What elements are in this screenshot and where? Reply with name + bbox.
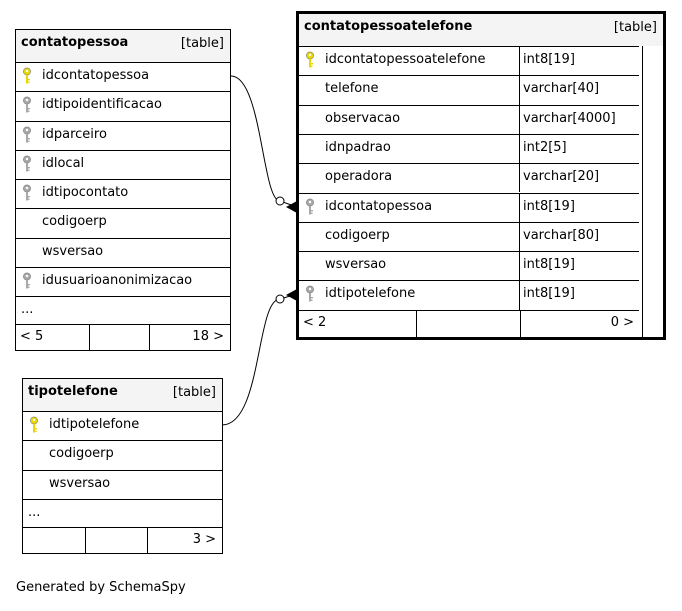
- column-name: idtipotelefone: [49, 417, 140, 432]
- foreign-key-icon: [305, 285, 315, 303]
- table-header: contatopessoatelefone [table]: [299, 14, 663, 46]
- column-type: varchar[4000]: [523, 110, 616, 126]
- column-row[interactable]: observacao varchar[4000]: [299, 104, 639, 134]
- table-contatopessoatelefone[interactable]: contatopessoatelefone [table] idcontatop…: [296, 11, 666, 340]
- link-contatopessoa-to-contatopessoatelefone: [230, 75, 298, 208]
- column-row[interactable]: wsversao: [16, 237, 230, 267]
- children-count[interactable]: 18 >: [192, 329, 224, 344]
- column-name: operadora: [325, 169, 393, 185]
- column-name: idparceiro: [42, 126, 107, 142]
- column-row[interactable]: idparceiro: [16, 120, 230, 150]
- column-name: wsversao: [325, 257, 387, 273]
- link-tipotelefone-to-contatopessoatelefone: [221, 293, 298, 426]
- foreign-key-icon: [22, 272, 32, 290]
- link-end-circle-contatopessoa: [275, 196, 285, 206]
- column-row[interactable]: wsversao: [23, 469, 222, 499]
- generated-by-footer: Generated by SchemaSpy: [16, 580, 186, 595]
- column-name: codigoerp: [49, 446, 114, 462]
- column-row[interactable]: idtipotelefone int8[19]: [299, 280, 639, 310]
- column-name: wsversao: [49, 475, 111, 491]
- table-kind-label: [table]: [172, 385, 216, 400]
- more-columns-row: ...: [23, 499, 222, 527]
- column-name: idcontatopessoa: [325, 198, 433, 214]
- column-type: int2[5]: [523, 139, 567, 155]
- link-crowfoot-tipotelefone: [286, 289, 297, 301]
- foreign-key-icon: [22, 96, 32, 114]
- children-count[interactable]: 0 >: [610, 315, 634, 330]
- table-title: contatopessoa: [21, 35, 129, 50]
- column-gutter-divider: [642, 46, 643, 337]
- foreign-key-icon: [22, 126, 32, 144]
- table-footer: < 5 18 >: [16, 324, 230, 350]
- foreign-key-icon: [22, 155, 32, 173]
- column-type: int8[19]: [523, 52, 575, 67]
- table-tipotelefone[interactable]: tipotelefone [table] idtipotelefone codig…: [22, 378, 223, 554]
- column-name: idtipotelefone: [325, 286, 416, 302]
- table-title: tipotelefone: [28, 384, 118, 399]
- table-footer: 3 >: [23, 527, 222, 553]
- column-name: idtipocontato: [42, 185, 129, 200]
- column-type: int8[19]: [523, 198, 575, 214]
- column-name: idusuarioanonimizacao: [42, 272, 193, 288]
- column-name: observacao: [325, 110, 401, 126]
- column-row[interactable]: idcontatopessoatelefone int8[19]: [299, 46, 639, 76]
- table-header: tipotelefone [table]: [23, 379, 222, 411]
- column-row[interactable]: codigoerp: [16, 208, 230, 237]
- column-row[interactable]: operadora varchar[20]: [299, 163, 639, 193]
- column-name: idcontatopessoatelefone: [325, 52, 486, 67]
- column-row[interactable]: idtipotelefone: [23, 411, 222, 440]
- table-title: contatopessoatelefone: [304, 19, 473, 34]
- column-row[interactable]: wsversao int8[19]: [299, 251, 639, 281]
- table-contatopessoa[interactable]: contatopessoa [table] idcontatopessoa idt…: [15, 29, 231, 351]
- table-header: contatopessoa [table]: [16, 30, 230, 62]
- primary-key-icon: [305, 51, 315, 69]
- column-row[interactable]: telefone varchar[40]: [299, 75, 639, 105]
- foreign-key-icon: [305, 198, 315, 216]
- column-row[interactable]: idnpadrao int2[5]: [299, 133, 639, 164]
- table-kind-label: [table]: [180, 36, 224, 51]
- primary-key-icon: [22, 67, 32, 85]
- column-row[interactable]: idcontatopessoa int8[19]: [299, 192, 639, 222]
- column-row[interactable]: idtipocontato: [16, 179, 230, 208]
- foreign-key-icon: [22, 184, 32, 202]
- link-crowfoot-contatopessoa: [286, 201, 297, 213]
- more-columns-ellipsis: ...: [28, 505, 41, 520]
- column-name: telefone: [325, 81, 379, 97]
- more-columns-row: ...: [16, 296, 230, 324]
- children-count[interactable]: 3 >: [192, 532, 216, 547]
- table-kind-label: [table]: [613, 20, 657, 35]
- column-row[interactable]: idcontatopessoa: [16, 62, 230, 91]
- column-row[interactable]: codigoerp varchar[80]: [299, 221, 639, 252]
- parents-count[interactable]: < 2: [303, 315, 327, 330]
- link-end-circle-tipotelefone: [275, 294, 285, 304]
- column-name: idlocal: [42, 155, 85, 171]
- column-row[interactable]: codigoerp: [23, 440, 222, 469]
- more-columns-ellipsis: ...: [21, 302, 34, 317]
- column-row[interactable]: idlocal: [16, 149, 230, 179]
- column-type: int8[19]: [523, 286, 575, 302]
- column-name: codigoerp: [42, 214, 107, 230]
- column-type: varchar[80]: [523, 227, 600, 243]
- column-type: int8[19]: [523, 257, 575, 273]
- column-type: varchar[20]: [523, 169, 600, 185]
- column-row[interactable]: idusuarioanonimizacao: [16, 266, 230, 296]
- column-name: wsversao: [42, 243, 104, 259]
- parents-count[interactable]: < 5: [20, 329, 44, 344]
- table-footer: < 2 0 >: [299, 310, 639, 338]
- column-name: idnpadrao: [325, 139, 391, 155]
- column-name: codigoerp: [325, 227, 390, 243]
- column-name: idcontatopessoa: [42, 68, 150, 83]
- column-name: idtipoidentificacao: [42, 97, 162, 113]
- column-row[interactable]: idtipoidentificacao: [16, 91, 230, 120]
- column-type: varchar[40]: [523, 81, 600, 97]
- primary-key-icon: [29, 416, 39, 434]
